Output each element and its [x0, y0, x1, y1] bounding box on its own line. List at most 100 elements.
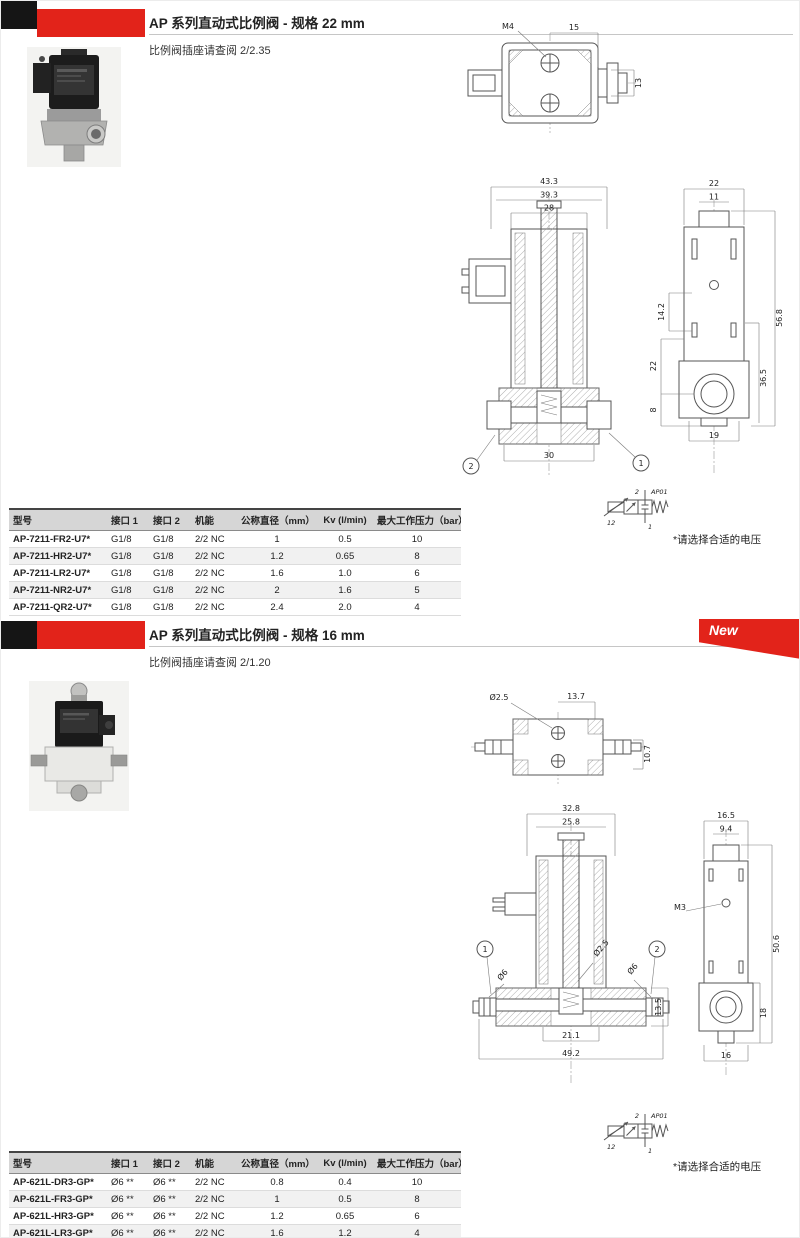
dim-label: 49.2 [562, 1049, 580, 1058]
section-title: AP 系列直动式比例阀 - 规格 16 mm [149, 628, 365, 643]
column-header: 最大工作压力（bar） [373, 1152, 461, 1174]
header-dark-block [1, 1, 37, 29]
symbol-port-bottom: 1 [648, 1147, 652, 1155]
spec-cell: G1/8 [107, 581, 149, 599]
header-dark-block [1, 621, 37, 649]
photo-valve-16mm [30, 682, 128, 802]
spec-cell: 4 [373, 598, 461, 616]
side-view-dimensions: 22 11 14.2 56.8 36.5 22 8 19 [649, 179, 784, 442]
spec-cell: 2/2 NC [191, 1224, 237, 1237]
spec-cell: 2/2 NC [191, 564, 237, 582]
spec-cell: 0.65 [317, 1207, 373, 1225]
top-view-dimensions: Ø2.5 13.7 10.7 [489, 692, 652, 770]
spec-cell: G1/8 [149, 547, 191, 565]
dim-label: 13.7 [567, 692, 585, 701]
spec-cell: 6 [373, 564, 461, 582]
model-cell: AP-7211-NR2-U7* [9, 581, 107, 599]
top-view-geometry [467, 33, 636, 133]
spec-cell: 2/2 NC [191, 1207, 237, 1225]
dim-label: 16.5 [717, 811, 735, 820]
new-badge-label: New [709, 622, 738, 638]
spec-cell: Ø6 ** [149, 1190, 191, 1208]
dim-label: 56.8 [775, 309, 784, 327]
top-view-geometry [471, 712, 645, 784]
dim-label: 50.6 [772, 935, 781, 953]
dim-label: M4 [502, 22, 514, 31]
drawing-front-view-22mm: 43.3 39.3 28 30 2 1 [461, 177, 650, 475]
model-cell: AP-621L-LR3-GP* [9, 1224, 107, 1237]
dim-label: 19 [709, 431, 719, 440]
balloon-port-2 [462, 457, 480, 475]
column-header: 接口 2 [149, 509, 191, 531]
dim-label: 30 [544, 451, 554, 460]
spec-cell: 2/2 NC [191, 581, 237, 599]
side-view-dimensions: 16.5 9.4 M3 50.6 18 16 [674, 811, 781, 1062]
spec-cell: Ø6 ** [149, 1224, 191, 1237]
column-header: 公称直径（mm） [237, 509, 317, 531]
top-view-dimensions: M4 15 13 [502, 22, 643, 97]
spec-cell: 1 [237, 530, 317, 548]
front-view-geometry [472, 823, 670, 1083]
header-red-block [37, 9, 145, 37]
balloon-label: 1 [638, 459, 643, 468]
dim-label: Ø2.5 [489, 692, 508, 702]
dim-label: 28 [544, 204, 554, 213]
dim-label: 14.2 [657, 303, 666, 321]
spec-cell: Ø6 ** [149, 1207, 191, 1225]
spec-cell: G1/8 [107, 530, 149, 548]
column-header: 机能 [191, 509, 237, 531]
dim-label: 25.8 [562, 818, 580, 827]
dim-label: 22 [649, 361, 658, 371]
model-cell: AP-7211-LR2-U7* [9, 564, 107, 582]
port-opening [709, 990, 743, 1024]
column-header: Kv (l/min) [317, 1152, 373, 1174]
spec-cell: 2/2 NC [191, 547, 237, 565]
balloon-label: 1 [482, 945, 487, 954]
spec-cell: 2/2 NC [191, 598, 237, 616]
symbol-ref: AP01 [650, 488, 668, 496]
drawing-side-view-16mm: 16.5 9.4 M3 50.6 18 16 [674, 811, 781, 1077]
spec-cell: G1/8 [107, 547, 149, 565]
spec-cell: Ø6 ** [107, 1207, 149, 1225]
valve-symbol-22mm: 2 AP01 12 1 [603, 488, 669, 531]
voltage-note: *请选择合适的电压 [673, 534, 762, 546]
spec-cell: G1/8 [149, 598, 191, 616]
drawing-side-view-22mm: 22 11 14.2 56.8 36.5 22 8 19 [649, 179, 784, 473]
model-cell: AP-7211-HR2-U7* [9, 547, 107, 565]
spec-cell: 0.4 [317, 1173, 373, 1191]
spec-cell: 1.6 [237, 1224, 317, 1237]
valve-symbol-geometry [603, 1114, 669, 1147]
model-cell: AP-7211-QR2-U7* [9, 598, 107, 616]
port-2-boss [486, 400, 512, 430]
dim-label: 22 [709, 179, 719, 188]
product-photo-16mm [29, 681, 129, 811]
column-header: 型号 [9, 509, 107, 531]
dim-label: 16 [721, 1051, 731, 1060]
header-red-block [37, 621, 145, 649]
model-cell: AP-621L-DR3-GP* [9, 1173, 107, 1191]
dim-label: M3 [674, 903, 686, 912]
dim-label: 39.3 [540, 191, 558, 200]
dim-label: 36.5 [759, 369, 768, 387]
voltage-note: *请选择合适的电压 [673, 1161, 762, 1173]
dim-label: 43.3 [540, 177, 558, 186]
column-header: 接口 2 [149, 1152, 191, 1174]
spec-cell: Ø6 ** [107, 1224, 149, 1237]
balloon-port-1 [632, 454, 650, 472]
spec-cell: 8 [373, 1190, 461, 1208]
front-view-dimensions: 43.3 39.3 28 30 2 1 [462, 177, 650, 475]
spec-cell: 2.4 [237, 598, 317, 616]
spec-cell: G1/8 [107, 598, 149, 616]
dim-label: 10.7 [643, 745, 652, 763]
spec-cell: Ø6 ** [107, 1190, 149, 1208]
spec-cell: 0.8 [237, 1173, 317, 1191]
column-header: 公称直径（mm） [237, 1152, 317, 1174]
